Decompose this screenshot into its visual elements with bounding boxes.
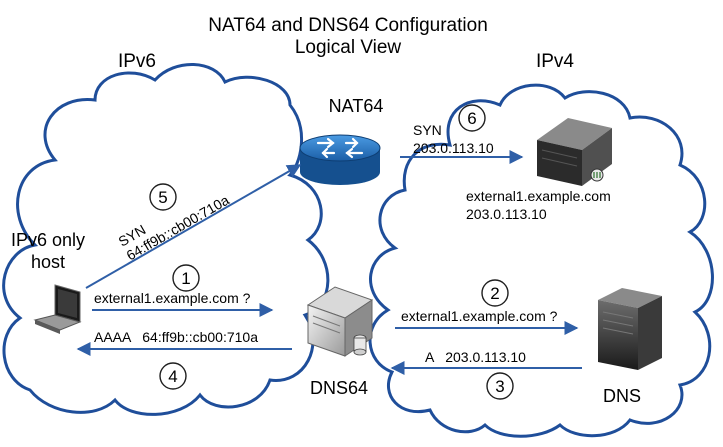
laptop-icon xyxy=(33,284,82,334)
step-2-text: external1.example.com ? xyxy=(401,308,558,324)
arrow-step-5 xyxy=(85,164,302,289)
router-icon xyxy=(299,134,381,185)
step-5-badge xyxy=(149,183,177,211)
step-5-number: 5 xyxy=(158,188,167,207)
step-3-badge xyxy=(486,372,514,400)
external-server-ip: 203.0.113.10 xyxy=(466,206,547,222)
dns64-label: DNS64 xyxy=(310,378,368,398)
step-4-number: 4 xyxy=(168,367,177,386)
step-2-number: 2 xyxy=(490,284,499,303)
step-2-badge xyxy=(481,279,509,307)
step-6-text-line-2: 203.0.113.10 xyxy=(413,140,494,156)
tower-server-icon xyxy=(598,288,662,370)
nat64-label: NAT64 xyxy=(329,96,384,116)
step-3-number: 3 xyxy=(495,377,504,396)
ipv6-cloud xyxy=(2,63,330,416)
title-line-1: NAT64 and DNS64 Configuration xyxy=(208,15,488,36)
server-icon xyxy=(537,118,612,186)
step-4-text: AAAA 64:ff9b::cb00:710a xyxy=(94,329,258,345)
step-1-text: external1.example.com ? xyxy=(94,290,251,306)
host-label-line-1: IPv6 only xyxy=(11,230,85,250)
step-6-text-line-1: SYN xyxy=(413,122,442,138)
step-4-badge xyxy=(159,362,187,390)
external-server-name: external1.example.com xyxy=(466,188,611,204)
step-6-badge xyxy=(458,104,486,132)
dns-label: DNS xyxy=(603,386,641,406)
title-line-2: Logical View xyxy=(295,37,402,58)
region-label-ipv6: IPv6 xyxy=(118,51,156,72)
step-3-text: A 203.0.113.10 xyxy=(425,349,526,365)
host-label-line-2: host xyxy=(31,252,65,272)
step-1-number: 1 xyxy=(181,269,190,288)
region-label-ipv4: IPv4 xyxy=(536,51,574,72)
step-6-number: 6 xyxy=(467,109,476,128)
dns64-server-icon xyxy=(306,286,374,357)
step-1-badge xyxy=(172,264,200,292)
